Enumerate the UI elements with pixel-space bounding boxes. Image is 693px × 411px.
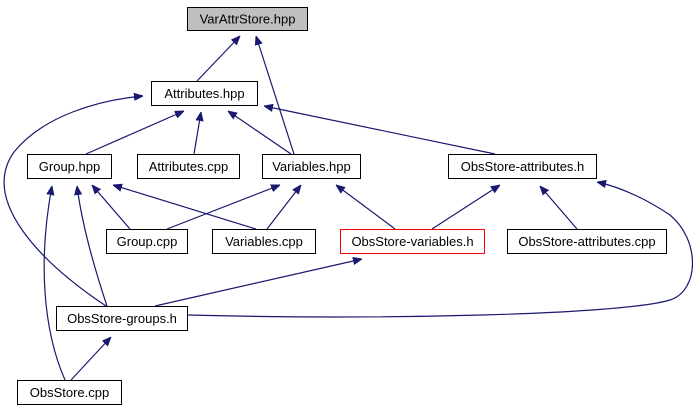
node-label: Group.hpp bbox=[39, 159, 100, 174]
node-varattrstore-hpp[interactable]: VarAttrStore.hpp bbox=[187, 7, 308, 31]
edge-line bbox=[431, 185, 500, 230]
edge-line bbox=[70, 337, 111, 381]
edge-line bbox=[3, 96, 143, 307]
node-obsstore-variables-h[interactable]: ObsStore-variables.h bbox=[340, 229, 485, 254]
node-group-cpp[interactable]: Group.cpp bbox=[106, 229, 188, 254]
edge-line bbox=[187, 182, 693, 318]
edge-variables-cpp-to-variables-hpp bbox=[266, 185, 301, 230]
node-box[interactable] bbox=[151, 81, 258, 106]
node-label: Variables.hpp bbox=[272, 159, 351, 174]
node-box[interactable] bbox=[262, 154, 361, 179]
edge-obsstore-groups-h-to-obsstore-variables-h bbox=[154, 259, 362, 307]
node-attributes-cpp[interactable]: Attributes.cpp bbox=[137, 154, 240, 179]
node-box[interactable] bbox=[448, 154, 597, 179]
node-variables-cpp[interactable]: Variables.cpp bbox=[212, 229, 316, 254]
edge-line bbox=[43, 186, 66, 381]
edges-layer bbox=[3, 36, 693, 381]
edge-group-cpp-to-group-hpp bbox=[92, 185, 131, 230]
edge-variables-cpp-to-group-hpp bbox=[113, 185, 257, 230]
node-label: ObsStore-attributes.cpp bbox=[518, 234, 655, 249]
edge-line bbox=[336, 185, 396, 230]
node-box[interactable] bbox=[17, 380, 122, 405]
node-box[interactable] bbox=[56, 306, 188, 331]
edge-obsstore-attributes-cpp-to-obsstore-attributes-h bbox=[540, 186, 578, 230]
edge-line bbox=[540, 186, 578, 230]
node-label: Attributes.cpp bbox=[149, 159, 229, 174]
edge-group-cpp-to-variables-hpp bbox=[166, 184, 280, 230]
edge-obsstore-groups-h-to-group-hpp bbox=[77, 186, 108, 307]
edge-line bbox=[196, 36, 240, 82]
edge-line bbox=[256, 36, 295, 155]
edge-obsstore-attributes-h-to-attributes-hpp bbox=[264, 106, 496, 155]
edge-group-hpp-to-attributes-hpp bbox=[85, 110, 184, 155]
edge-variables-hpp-to-varattrstore-hpp bbox=[256, 36, 295, 155]
edge-line bbox=[154, 259, 362, 307]
node-box[interactable] bbox=[187, 7, 308, 31]
edge-line bbox=[113, 185, 257, 230]
edge-obsstore-groups-h-to-obsstore-attributes-h bbox=[187, 182, 693, 318]
edge-obsstore-variables-h-to-variables-hpp bbox=[336, 185, 396, 230]
node-box[interactable] bbox=[137, 154, 240, 179]
node-label: ObsStore-groups.h bbox=[67, 311, 177, 326]
edge-obsstore-cpp-to-obsstore-groups-h bbox=[70, 337, 111, 381]
edge-attributes-hpp-to-varattrstore-hpp bbox=[196, 36, 240, 82]
edge-obsstore-cpp-to-group-hpp bbox=[43, 186, 66, 381]
node-label: Variables.cpp bbox=[225, 234, 303, 249]
node-label: Attributes.hpp bbox=[164, 86, 244, 101]
node-attributes-hpp[interactable]: Attributes.hpp bbox=[151, 81, 258, 106]
edge-line bbox=[92, 185, 131, 230]
node-label: ObsStore.cpp bbox=[30, 385, 110, 400]
edge-variables-hpp-to-attributes-hpp bbox=[228, 111, 292, 155]
node-label: ObsStore-variables.h bbox=[351, 234, 473, 249]
node-obsstore-attributes-h[interactable]: ObsStore-attributes.h bbox=[448, 154, 597, 179]
node-obsstore-groups-h[interactable]: ObsStore-groups.h bbox=[56, 306, 188, 331]
node-box[interactable] bbox=[212, 229, 316, 254]
node-variables-hpp[interactable]: Variables.hpp bbox=[262, 154, 361, 179]
edge-obsstore-groups-h-to-attributes-hpp bbox=[3, 96, 143, 307]
edge-line bbox=[264, 106, 496, 155]
node-label: Group.cpp bbox=[117, 234, 178, 249]
node-box[interactable] bbox=[27, 154, 112, 179]
node-box[interactable] bbox=[340, 229, 485, 254]
edge-attributes-cpp-to-attributes-hpp bbox=[193, 112, 201, 155]
edge-obsstore-variables-h-to-obsstore-attributes-h bbox=[431, 185, 500, 230]
node-box[interactable] bbox=[507, 229, 667, 254]
node-label: ObsStore-attributes.h bbox=[461, 159, 585, 174]
node-label: VarAttrStore.hpp bbox=[200, 12, 296, 27]
edge-line bbox=[193, 112, 201, 155]
node-obsstore-attributes-cpp[interactable]: ObsStore-attributes.cpp bbox=[507, 229, 667, 254]
node-obsstore-cpp[interactable]: ObsStore.cpp bbox=[17, 380, 122, 405]
node-box[interactable] bbox=[106, 229, 188, 254]
edge-line bbox=[228, 111, 292, 155]
edge-line bbox=[266, 185, 301, 230]
edge-line bbox=[166, 184, 280, 230]
node-group-hpp[interactable]: Group.hpp bbox=[27, 154, 112, 179]
edge-line bbox=[77, 186, 108, 307]
edge-line bbox=[85, 110, 184, 155]
